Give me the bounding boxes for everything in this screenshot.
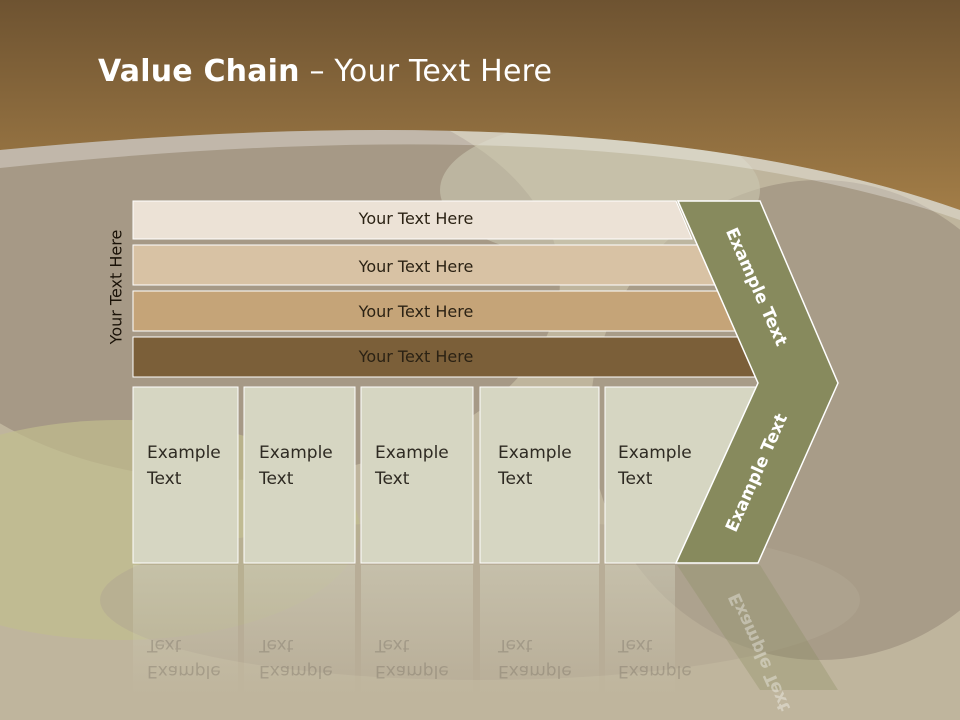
slide-title: Value Chain – Your Text Here: [98, 54, 552, 89]
box-reflection-5: [605, 565, 675, 695]
box-reflection-label-5: Example Text: [618, 635, 692, 681]
box-reflection-3: [361, 565, 473, 695]
box-label-1: Example Text: [147, 443, 221, 489]
row-bar-1: [132, 200, 693, 240]
box-reflection-label-1: Example Text: [147, 635, 221, 681]
row-label-4: Your Text Here: [358, 347, 474, 366]
title-rest: – Your Text Here: [299, 54, 553, 89]
box-label-4: Example Text: [498, 443, 572, 489]
box-reflection-label-2: Example Text: [259, 635, 333, 681]
activity-box-3: [360, 386, 474, 564]
box-label-3: Example Text: [375, 443, 449, 489]
row-label-2: Your Text Here: [358, 257, 474, 276]
row-label-3: Your Text Here: [358, 302, 474, 321]
activity-box-1: [132, 386, 239, 564]
box-reflection-label-4: Example Text: [498, 635, 572, 681]
box-reflection-1: [133, 565, 238, 695]
chevron-reflection: [677, 565, 838, 690]
box-label-5: Example Text: [618, 443, 692, 489]
row-label-1: Your Text Here: [358, 209, 474, 228]
chevron-arrow: [674, 200, 839, 564]
box-label-2: Example Text: [259, 443, 333, 489]
activity-box-4: [479, 386, 600, 564]
title-bold: Value Chain: [98, 54, 300, 89]
activity-box-2: [243, 386, 356, 564]
box-reflection-4: [480, 565, 599, 695]
box-reflection-label-3: Example Text: [375, 635, 449, 681]
box-reflection-2: [244, 565, 355, 695]
